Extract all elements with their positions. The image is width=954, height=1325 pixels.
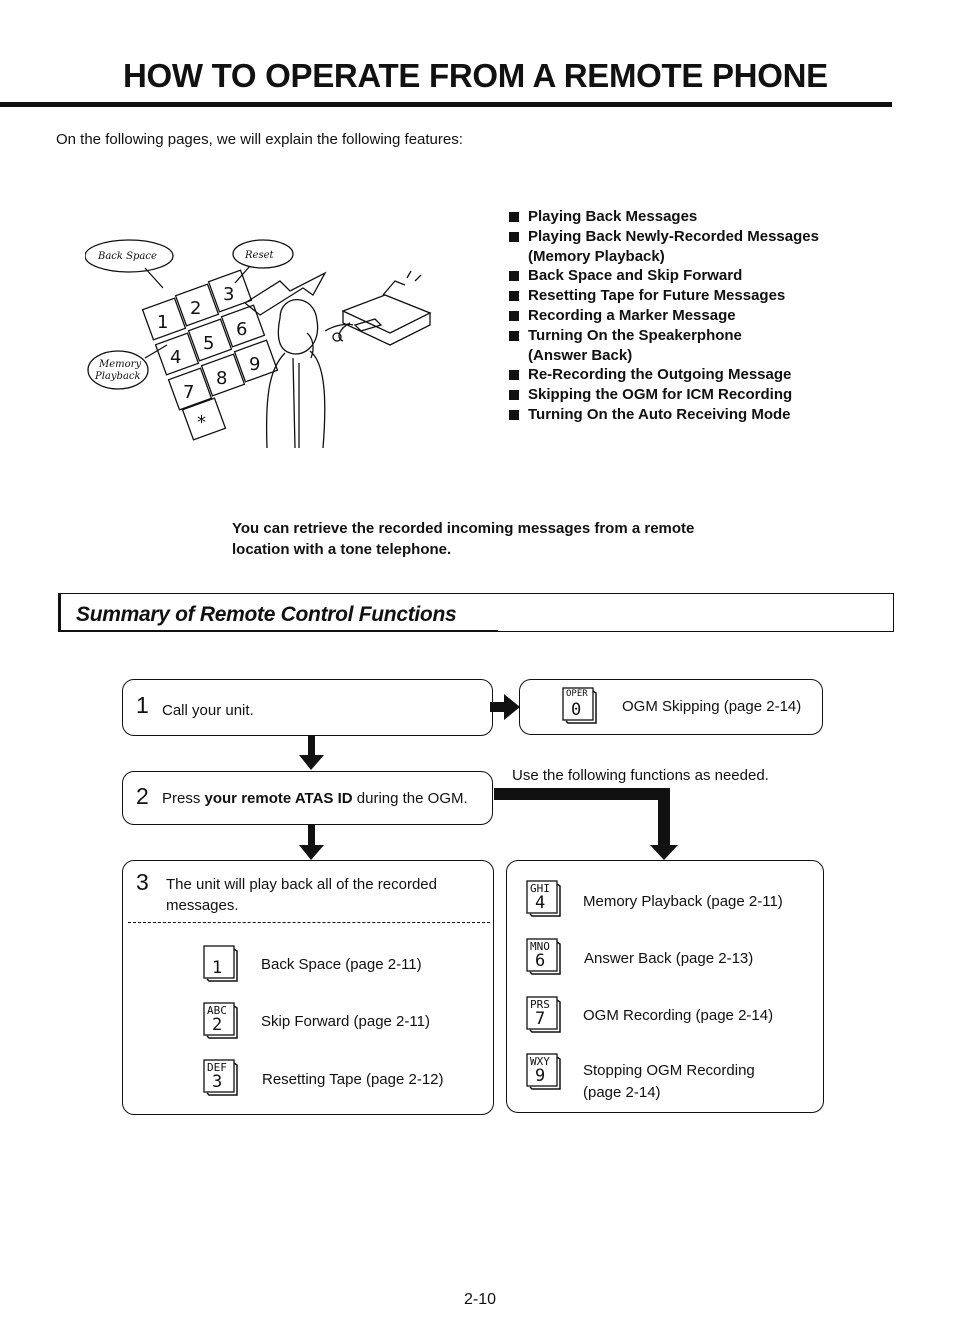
key-digit: 6	[535, 951, 546, 971]
function-text: Resetting Tape (page 2-12)	[262, 1071, 444, 1088]
function-text-line2: (page 2-14)	[583, 1084, 661, 1101]
keypad-digits: 1 2 3 4 5 6 7 8 9 *	[157, 284, 260, 433]
key-1-icon: 1	[203, 945, 238, 982]
page-title: HOW TO OPERATE FROM A REMOTE PHONE	[123, 57, 828, 94]
bullet-icon	[509, 271, 519, 282]
svg-text:5: 5	[203, 333, 214, 354]
arrow-to-ogm-skip	[490, 702, 504, 712]
arrow-step1-to-step2	[308, 735, 315, 757]
svg-text:3: 3	[223, 284, 234, 305]
bullet-icon	[509, 330, 519, 341]
memory-label: Memory	[98, 359, 141, 370]
bullet-icon	[509, 390, 519, 401]
step1-text: Call your unit.	[162, 702, 254, 719]
key-letters: WXY	[530, 1055, 550, 1068]
function-text: OGM Recording (page 2-14)	[583, 1007, 774, 1024]
step1-number: 1	[136, 692, 149, 718]
svg-text:4: 4	[170, 347, 181, 368]
step3-box	[122, 860, 494, 1115]
bullet-icon	[509, 310, 519, 321]
svg-text:6: 6	[236, 319, 247, 340]
svg-text:*: *	[197, 412, 206, 433]
step2-text: Press your remote ATAS ID during the OGM…	[162, 790, 468, 807]
ogm-skip-box	[519, 679, 823, 735]
ogm-skip-text: OGM Skipping (page 2-14)	[622, 698, 802, 715]
summary-underline	[58, 630, 498, 632]
function-text: Memory Playback (page 2-11)	[583, 893, 783, 910]
feature-item: Playing Back Newly-Recorded Messages	[509, 227, 819, 247]
key-letters: PRS	[530, 998, 550, 1011]
key-9-icon: WXY 9	[526, 1053, 561, 1090]
key-digit: 3	[212, 1072, 223, 1092]
key-letters: GHI	[530, 882, 550, 895]
back-space-callout	[85, 239, 174, 273]
step2-box	[122, 771, 493, 825]
svg-text:2: 2	[190, 298, 201, 319]
function-text: Answer Back (page 2-13)	[584, 950, 754, 967]
key-7-icon: PRS 7	[526, 996, 561, 1033]
key-letters: MNO	[530, 940, 550, 953]
key-letters: DEF	[207, 1061, 227, 1074]
key-letters: OPER	[566, 689, 588, 699]
function-text: Back Space (page 2-11)	[261, 956, 422, 973]
svg-text:1: 1	[157, 312, 168, 333]
svg-text:9: 9	[249, 354, 260, 375]
intro-text: On the following pages, we will explain …	[56, 131, 463, 148]
page-number: 2-10	[464, 1291, 497, 1308]
key-digit: 4	[535, 893, 546, 913]
remote-phone-illustration: Back Space Reset Memory Playback 1 2 3 4 5 6…	[85, 239, 432, 448]
feature-item: Resetting Tape for Future Messages	[509, 286, 819, 306]
retrieve-note: You can retrieve the recorded incoming m…	[232, 520, 695, 558]
step3-dashed-divider	[128, 922, 490, 923]
bullet-icon	[509, 212, 519, 222]
step3-number: 3	[136, 869, 149, 895]
key-4-icon: GHI 4	[526, 880, 561, 917]
key-digit: 1	[212, 958, 223, 978]
key-2-icon: ABC 2	[203, 1002, 238, 1039]
key-letters: ABC	[207, 1004, 227, 1017]
feature-item: Re-Recording the Outgoing Message	[509, 365, 819, 385]
step2-number: 2	[136, 783, 149, 809]
svg-text:7: 7	[183, 382, 194, 403]
key-digit: 7	[535, 1009, 546, 1029]
bullet-icon	[509, 291, 519, 302]
function-text: Skip Forward (page 2-11)	[261, 1013, 430, 1030]
bullet-icon	[509, 370, 519, 381]
step3-text-line1: The unit will play back all of the recor…	[166, 876, 437, 893]
feature-item-continuation: (Memory Playback)	[528, 247, 665, 265]
arrow-step2-to-step3	[308, 825, 315, 847]
step1-box	[122, 679, 493, 736]
feature-item: Skipping the OGM for ICM Recording	[509, 385, 819, 405]
additional-functions-box	[506, 860, 824, 1113]
key-digit: 0	[571, 700, 582, 720]
svg-text:8: 8	[216, 368, 227, 389]
connector-to-right-box	[494, 788, 670, 800]
key-digit: 9	[535, 1066, 546, 1086]
summary-title: Summary of Remote Control Functions	[76, 603, 457, 626]
memory-playback-callout	[87, 350, 149, 390]
feature-item: Turning On the Speakerphone	[509, 326, 819, 346]
key-digit: 2	[212, 1015, 223, 1035]
feature-item: Turning On the Auto Receiving Mode	[509, 405, 819, 425]
step3-text-line2: messages.	[166, 897, 239, 914]
key-3-icon: DEF 3	[203, 1059, 238, 1096]
playback-label: Playback	[94, 371, 141, 382]
feature-list: Playing Back Messages Playing Back Newly…	[509, 207, 819, 425]
reset-label: Reset	[244, 250, 274, 261]
feature-item-continuation: (Answer Back)	[528, 346, 633, 364]
key-0-icon: OPER 0	[562, 687, 597, 724]
feature-item: Playing Back Messages	[509, 207, 819, 227]
feature-item: Back Space and Skip Forward	[509, 266, 819, 286]
feature-item: Recording a Marker Message	[509, 306, 819, 326]
key-6-icon: MNO 6	[526, 938, 561, 975]
use-following-text: Use the following functions as needed.	[512, 767, 769, 784]
reset-callout	[232, 239, 294, 269]
bullet-icon	[509, 409, 519, 420]
title-rule	[0, 102, 892, 107]
back-space-label: Back Space	[97, 251, 157, 262]
bullet-icon	[509, 231, 519, 242]
function-text: Stopping OGM Recording	[583, 1062, 755, 1079]
